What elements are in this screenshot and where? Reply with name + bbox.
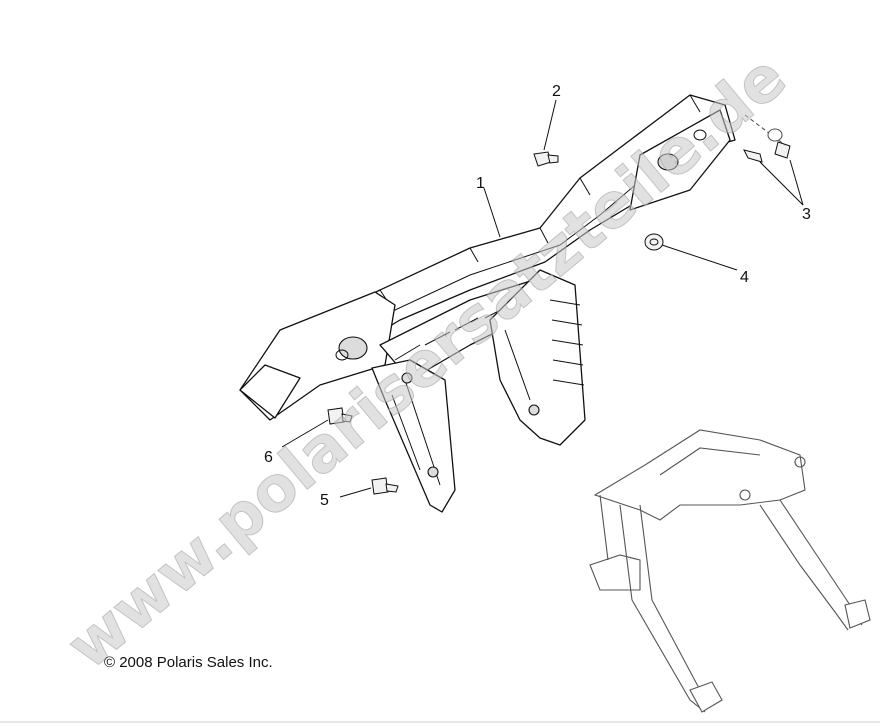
nut-4 xyxy=(644,233,664,251)
callout-6: 6 xyxy=(264,449,273,466)
screw-5 xyxy=(371,477,399,495)
leader-lines xyxy=(281,99,804,498)
frame-reference-ghost xyxy=(589,429,871,713)
screw-6 xyxy=(327,407,353,425)
screw-2 xyxy=(533,151,559,167)
screws-3 xyxy=(743,114,791,163)
callout-2: 2 xyxy=(552,83,561,100)
copyright-notice: © 2008 Polaris Sales Inc. xyxy=(104,654,273,671)
watermark-text: www.polarisersatzteile.de xyxy=(53,40,800,683)
callout-1: 1 xyxy=(476,175,485,192)
callout-3: 3 xyxy=(802,206,811,223)
callout-5: 5 xyxy=(320,492,329,509)
callout-4: 4 xyxy=(740,269,749,286)
bumper-assembly xyxy=(239,94,736,513)
